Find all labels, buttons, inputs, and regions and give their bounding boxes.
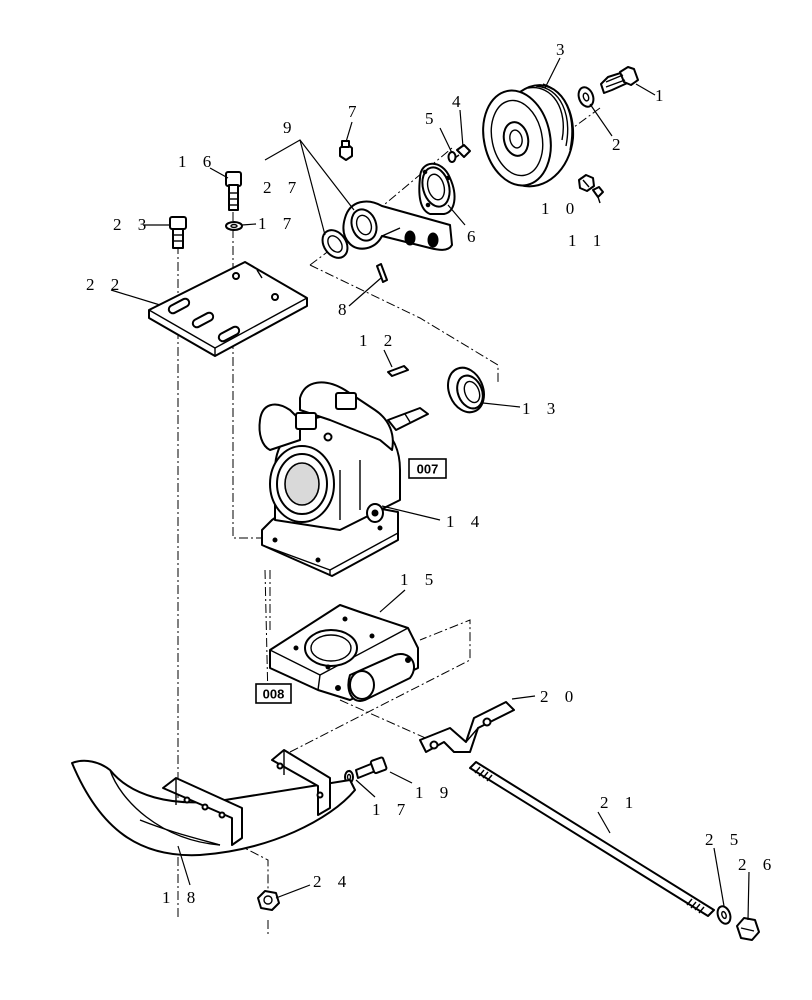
part-18-skid-shoe [71,749,356,857]
part-19-bolt [355,756,388,779]
callout-9: 9 [283,118,298,137]
callout-14: 1 4 [446,512,485,531]
part-22-plate [148,261,308,357]
part-11-screw [592,186,604,204]
callout-21: 2 1 [600,793,639,812]
callout-25: 2 5 [705,830,744,849]
callout-12: 1 2 [359,331,398,350]
callout-13: 1 3 [522,399,561,418]
callout-1: 1 [655,86,670,105]
callout-8: 8 [338,300,353,319]
part-5-washer [447,151,457,163]
callout-3: 3 [556,40,571,59]
callout-22: 2 2 [86,275,125,294]
part-21-threaded-rod [469,761,715,917]
callout-18: 1 8 [162,888,201,907]
callout-24: 2 4 [313,872,352,891]
part-16-bolt [225,171,242,211]
part-3-pulley [482,83,575,188]
part-17-washer-top [225,221,243,231]
part-20-strap [419,701,515,753]
part-27-bearing-ring [321,229,349,259]
part-25-washer [716,905,732,925]
part-24-nut [257,890,280,911]
callout-6: 6 [467,227,482,246]
leader-lines [110,57,750,921]
callout-2: 2 [612,135,627,154]
callout-15: 1 5 [400,570,439,589]
callout-11: 1 1 [568,231,607,250]
part-14-gearbox [258,381,429,577]
callout-23: 2 3 [113,215,152,234]
part-13-seal [447,366,485,414]
callout-19: 1 9 [415,783,454,802]
callout-17-top: 1 7 [258,214,297,233]
part-7-grease-fitting [339,140,353,161]
part-15-mount-bracket [269,604,419,702]
part-9-tension-arm [342,200,453,251]
part-6-flange [418,162,456,215]
callout-27: 2 7 [263,178,302,197]
callout-16: 1 6 [178,152,217,171]
callout-4: 4 [452,92,467,111]
part-23-bolt [169,216,187,249]
callout-7: 7 [348,102,363,121]
callout-10: 1 0 [541,199,580,218]
part-12-key [387,365,409,377]
part-26-nut [736,917,760,941]
part-2-washer [577,86,595,108]
page-ref-008[interactable]: 008 [255,683,292,704]
callout-17-bottom: 1 7 [372,800,411,819]
page-ref-008-label: 008 [263,687,285,702]
callout-26: 2 6 [738,855,777,874]
callout-labels: 1 2 3 4 5 6 7 8 9 1 0 1 1 1 2 1 3 1 4 1 … [86,40,777,907]
page-ref-007-label: 007 [417,462,439,477]
callout-5: 5 [425,109,440,128]
part-8-pin [376,263,388,283]
callout-20: 2 0 [540,687,579,706]
part-1-bolt [600,66,639,94]
page-ref-007[interactable]: 007 [408,458,447,479]
part-10-nut [578,174,595,192]
